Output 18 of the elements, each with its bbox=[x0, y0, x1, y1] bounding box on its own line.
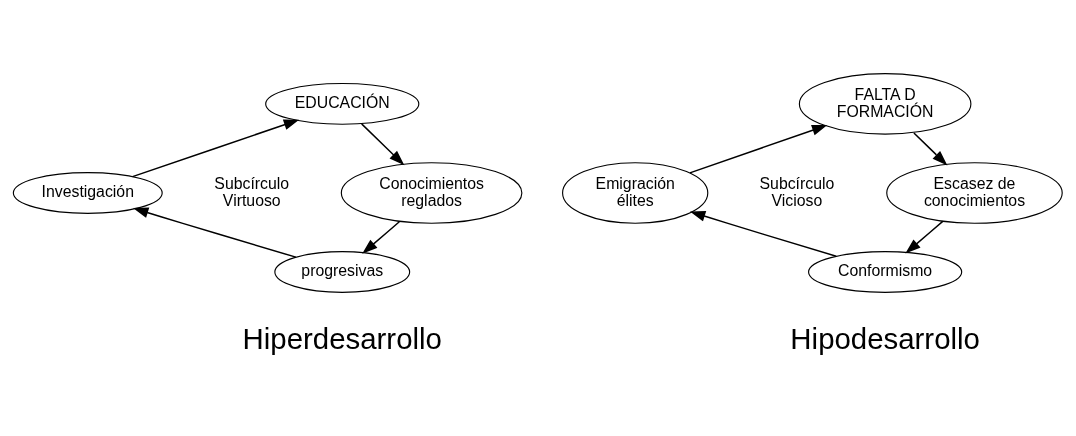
arrow bbox=[362, 221, 401, 254]
node-ellipse: Conformismo bbox=[808, 251, 963, 293]
label: Subcírculo Virtuoso bbox=[214, 174, 290, 209]
arrow bbox=[132, 207, 297, 258]
arrow bbox=[131, 119, 300, 178]
label: Subcírculo Vicioso bbox=[759, 174, 835, 209]
node-ellipse: Investigación bbox=[12, 172, 163, 214]
node-ellipse: progresivas bbox=[274, 251, 411, 293]
label: Hipodesarrollo bbox=[790, 321, 980, 355]
node-ellipse: EDUCACIÓN bbox=[265, 83, 420, 125]
arrow bbox=[913, 132, 948, 166]
arrow bbox=[689, 210, 837, 257]
arrow bbox=[905, 220, 944, 254]
arrow bbox=[360, 123, 405, 166]
node-ellipse: Conocimientos reglados bbox=[340, 162, 523, 224]
node-ellipse: Escasez de conocimientos bbox=[886, 162, 1063, 224]
arrow bbox=[689, 125, 828, 174]
label: Hiperdesarrollo bbox=[242, 321, 442, 355]
